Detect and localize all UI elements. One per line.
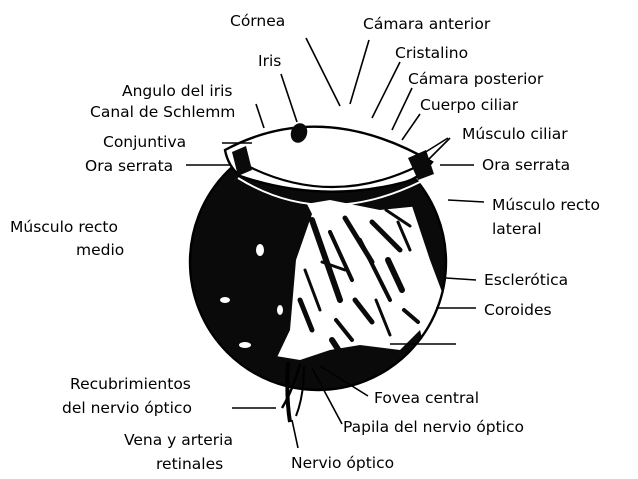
label-musculo-recto-lateral-line2: lateral [492,220,542,238]
label-cuerpo-ciliar: Cuerpo ciliar [420,96,519,114]
label-camara-anterior: Cámara anterior [363,15,491,33]
label-iris: Iris [258,52,281,70]
label-esclerotica: Esclerótica [484,271,568,289]
label-nervio-optico: Nervio óptico [291,454,394,472]
label-musculo-recto-lateral-line1: Músculo recto [492,196,600,214]
label-conjuntiva: Conjuntiva [103,133,186,151]
label-vena-arteria-line1: Vena y arteria [124,431,233,449]
label-vena-arteria-line2: retinales [156,455,223,473]
label-musculo-recto-medio-line2: medio [76,241,124,259]
label-cristalino: Cristalino [395,44,468,62]
label-papila: Papila del nervio óptico [343,418,524,436]
label-ora-serrata-left: Ora serrata [85,157,173,175]
label-musculo-ciliar: Músculo ciliar [462,125,568,143]
label-angulo-iris: Angulo del iris [122,82,232,100]
label-musculo-recto-medio-line1: Músculo recto [10,218,118,236]
label-coroides: Coroides [484,301,552,319]
label-cornea: Córnea [230,12,285,30]
label-canal-schlemm: Canal de Schlemm [90,103,235,121]
label-fovea-central: Fovea central [374,389,479,407]
label-recubrimientos-line2: del nervio óptico [62,399,192,417]
label-ora-serrata-right: Ora serrata [482,156,570,174]
label-camara-posterior: Cámara posterior [408,70,544,88]
cornea-cap [225,127,432,192]
label-recubrimientos-line1: Recubrimientos [70,375,191,393]
